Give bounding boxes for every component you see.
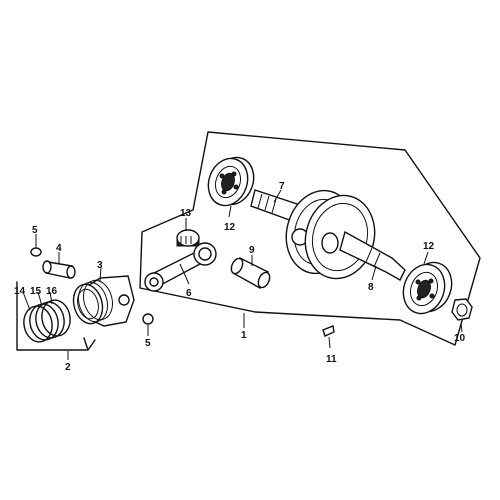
callout-11: 11 [326,354,337,365]
callout-8: 8 [368,282,374,293]
callout-9: 9 [249,245,255,256]
callout-5-upper: 5 [32,225,38,236]
piston [72,275,135,327]
crank-pin [230,257,271,289]
callout-6: 6 [186,288,192,299]
callout-5-lower: 5 [145,338,151,349]
piston-pin-clip-upper [30,247,42,257]
crankshaft [250,189,406,281]
callout-13: 13 [180,208,192,219]
callout-7: 7 [279,181,285,192]
callout-16: 16 [46,286,58,297]
callout-12-upper: 12 [224,222,236,233]
callout-12-lower: 12 [423,241,435,252]
piston-rings [23,299,71,343]
piston-pin-clip-lower [142,313,154,325]
callout-10: 10 [454,333,466,344]
callout-2: 2 [65,362,71,373]
needle-bearing [176,229,200,247]
crankshaft-assembly-outline [139,131,481,346]
callout-1: 1 [241,330,247,341]
callout-3: 3 [97,260,103,271]
callout-14: 14 [14,286,26,297]
leader-lines [22,189,463,360]
piston-pin [42,260,76,279]
piston-ring-set-outline [16,281,96,351]
connecting-rod [144,242,217,292]
callout-4: 4 [56,243,62,254]
woodruff-key [322,325,335,337]
bearing-upper [207,156,255,207]
nut [451,298,473,321]
callout-labels: 1 2 3 4 5 5 6 7 8 9 10 11 12 12 13 14 15… [14,181,466,373]
callout-15: 15 [30,286,42,297]
bearing-lower [402,261,453,315]
